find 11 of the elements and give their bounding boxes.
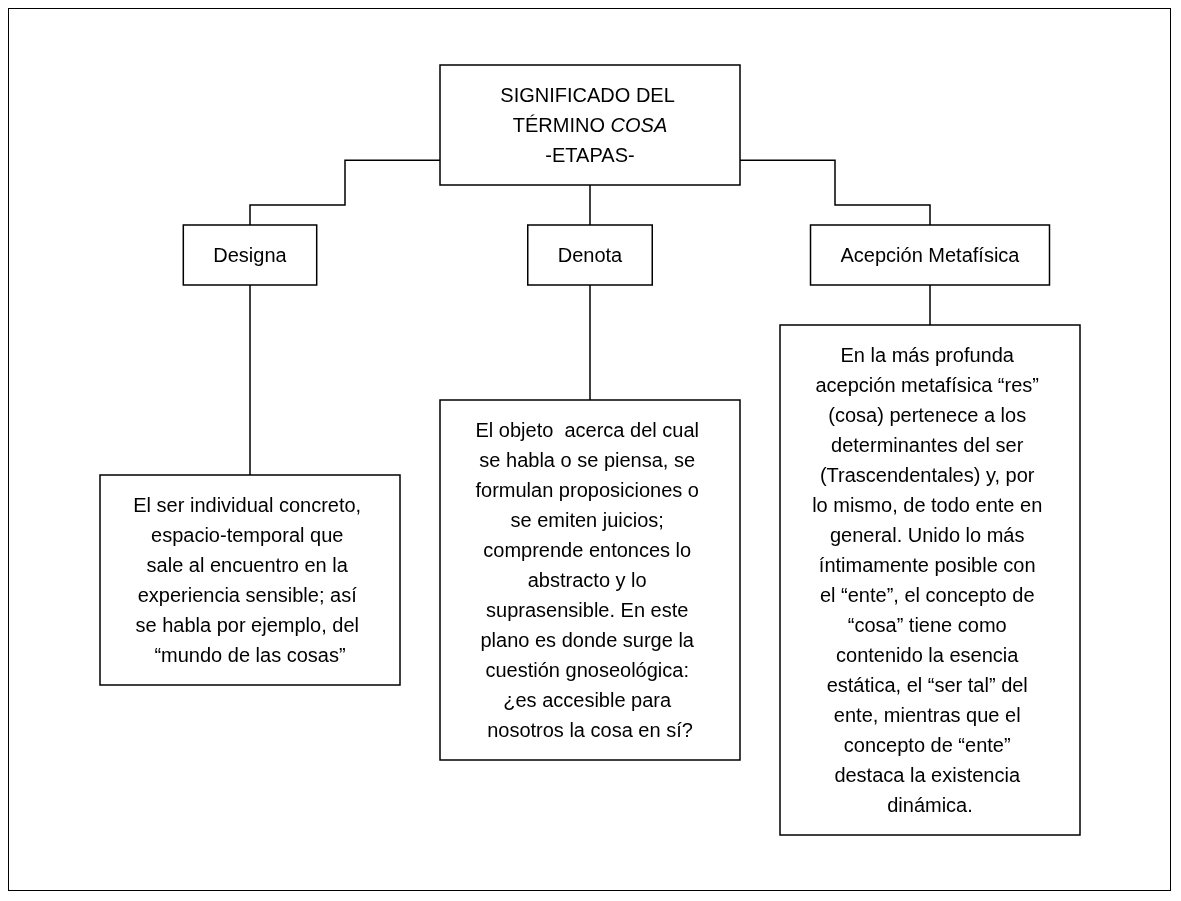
connector	[588, 283, 591, 401]
connector	[928, 283, 931, 326]
node-box: SIGNIFICADO DEL TÉRMINO COSA -ETAPAS-	[438, 63, 741, 186]
node-box: El objeto acerca del cual se habla o se piensa, se formulan proposiciones o se emiten juicios; comprende entonces lo abstracto y lo suprasensible. En este plano es donde surge la cuestión gnoseológica: ¿es accesible para nosotros la cosa en sí?	[438, 398, 741, 761]
node-box: Designa	[182, 223, 317, 286]
connector	[248, 283, 251, 476]
node-box: En la más profunda acepción metafísica “res” (cosa) pertenece a los determinantes del ser (Trascendentales) y, por lo mismo, de todo ente en general. Unido lo más íntimamente posible con el “ente”, el concepto de “cosa” tiene como contenido la esencia estática, el “ser tal” del ente, mientras que el concepto de “ente” destaca la existencia dinámica.	[778, 323, 1081, 836]
connector	[588, 183, 591, 226]
node-box: Denota	[526, 223, 653, 286]
node-box: El ser individual concreto, espacio-temporal que sale al encuentro en la experiencia sensible; así se habla por ejemplo, del “mundo de las cosas”	[98, 473, 401, 686]
node-box: Acepción Metafísica	[809, 223, 1050, 286]
